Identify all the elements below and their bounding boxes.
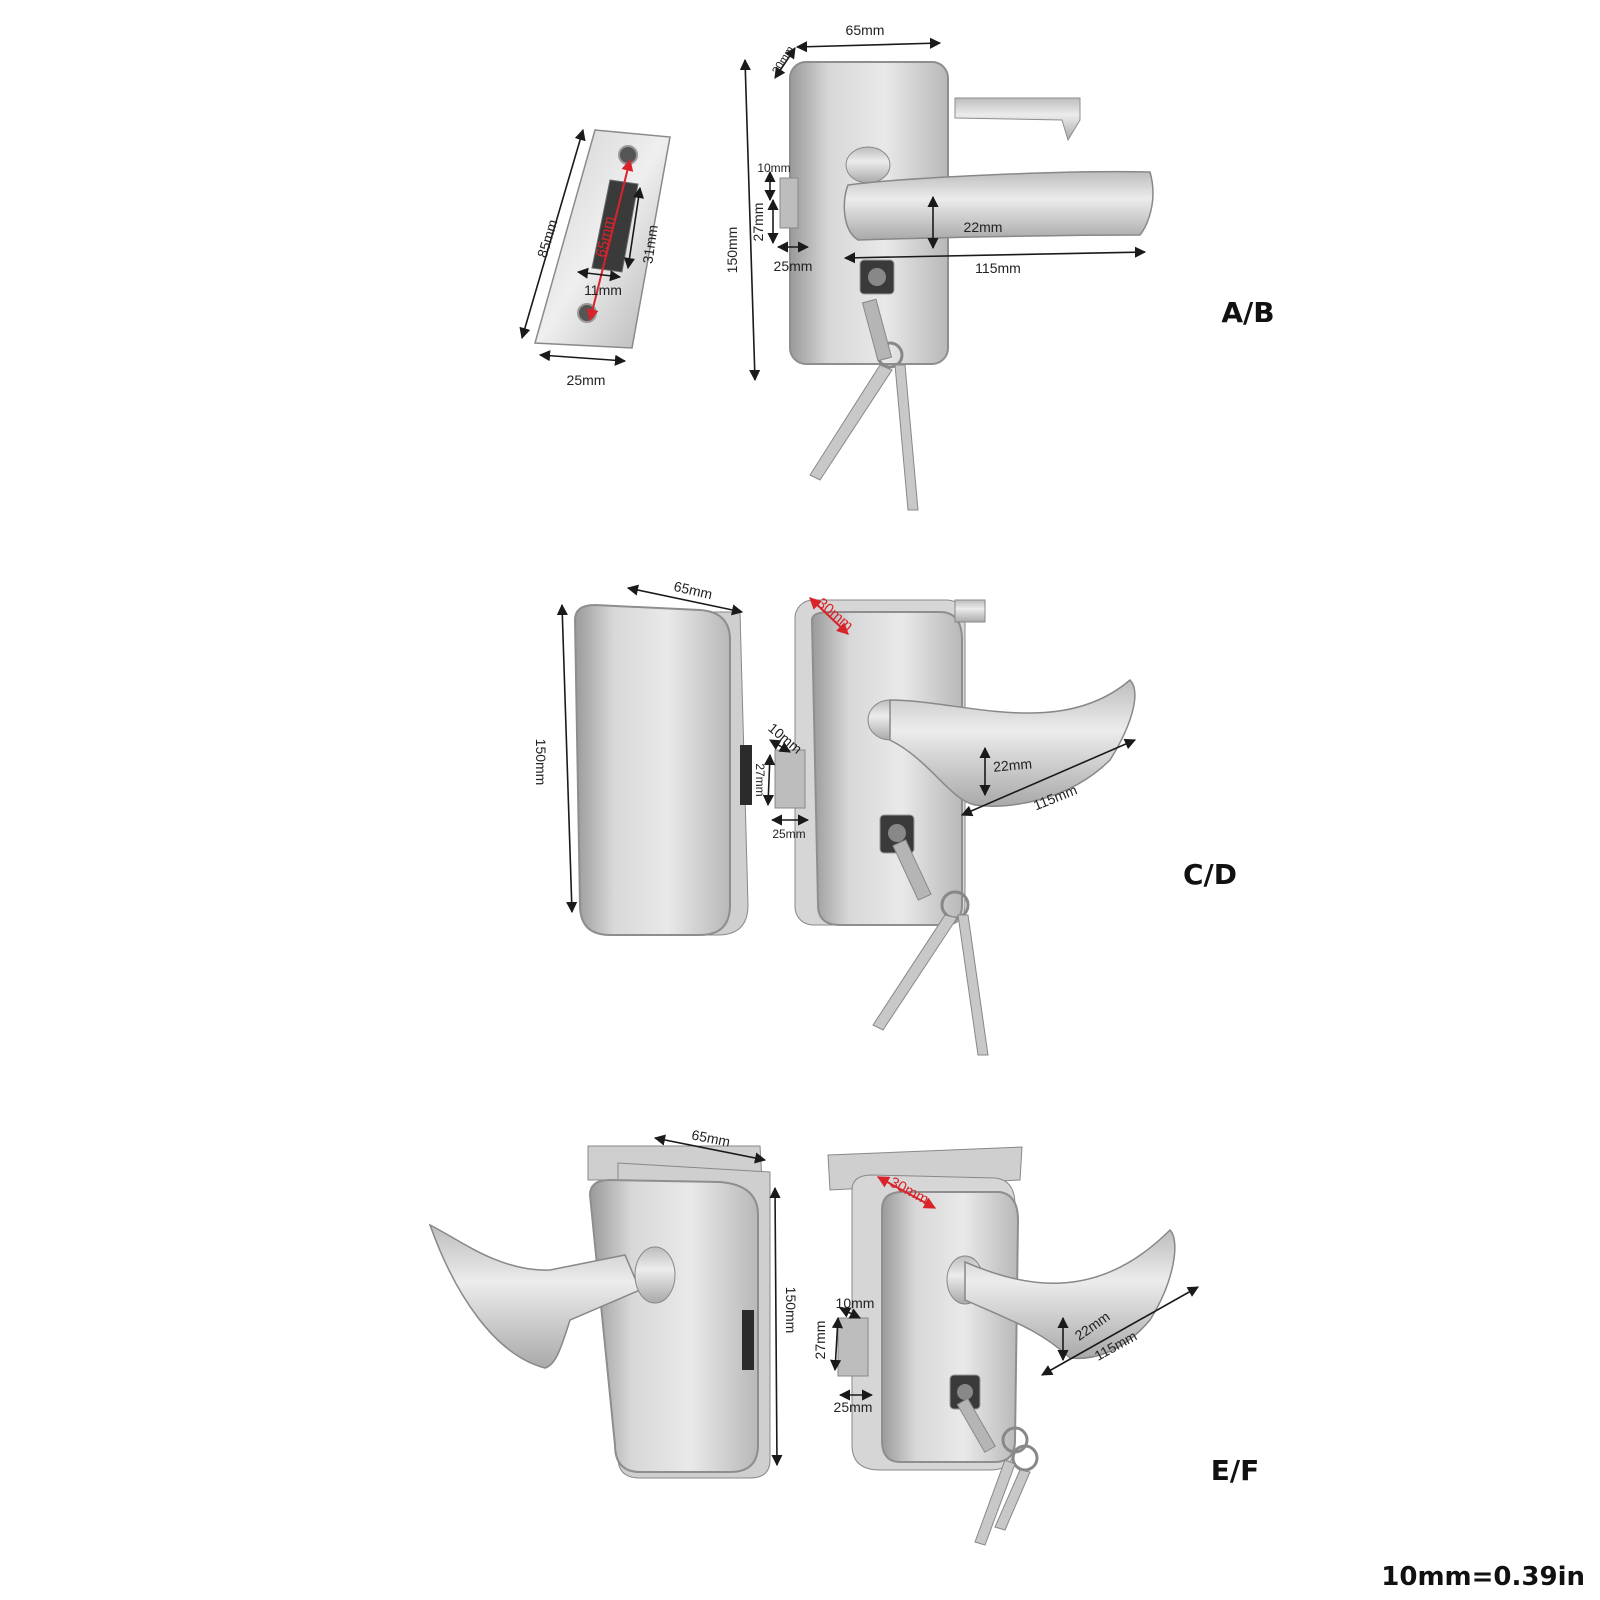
cd-latch-length-label: 27mm: [753, 763, 767, 796]
strike-plate-slot-width-label: 11mm: [584, 282, 622, 298]
strike-plate-height-label: 85mm: [534, 218, 561, 260]
ef-latch-offset-label: 25mm: [834, 1399, 873, 1415]
ef-latch-length-label: 27mm: [812, 1321, 828, 1360]
variant-label-cd: C/D: [1183, 858, 1237, 891]
unit-conversion-note: 10mm=0.39in: [1381, 1562, 1585, 1592]
ef-width-label: 65mm: [690, 1127, 731, 1150]
variant-label-ab: A/B: [1221, 296, 1274, 329]
lock-body-e: [428, 1145, 771, 1479]
ab-width-label: 65mm: [846, 22, 885, 38]
strike-plate: [519, 128, 671, 366]
ab-lever-thickness-label: 22mm: [964, 219, 1003, 235]
keys-ef: [956, 1397, 1039, 1546]
ab-latch-offset-label: 25mm: [774, 258, 813, 274]
ab-lever-length-label: 115mm: [975, 260, 1021, 276]
lock-body-ab: [779, 61, 1154, 365]
cd-latch-offset-label: 25mm: [772, 827, 805, 841]
lock-body-f: [827, 1146, 1176, 1471]
ab-latch-length-label: 27mm: [750, 203, 766, 242]
cd-height-label: 150mm: [533, 739, 549, 786]
strike-plate-slot-height-label: 31mm: [639, 224, 660, 265]
cd-lever-thickness-label: 22mm: [992, 755, 1032, 774]
ab-height-label: 150mm: [724, 227, 740, 274]
ab-latch-height-label: 10mm: [757, 161, 790, 175]
keys-ab: [809, 298, 919, 511]
ef-latch-height-label: 10mm: [836, 1295, 875, 1311]
ef-height-label: 150mm: [783, 1287, 799, 1334]
strike-box-cd: [573, 603, 752, 936]
variant-label-ef: E/F: [1211, 1454, 1259, 1487]
lock-body-cd: [774, 599, 1136, 926]
strike-plate-width-label: 25mm: [567, 372, 606, 388]
keys-cd: [872, 839, 989, 1056]
